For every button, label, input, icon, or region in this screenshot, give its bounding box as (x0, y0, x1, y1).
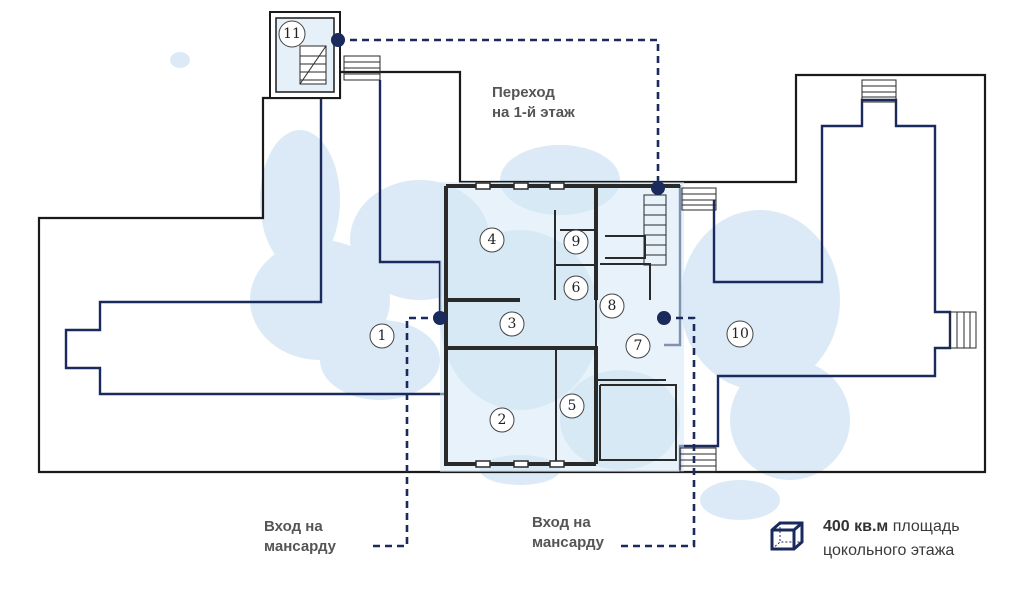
room-marker-4: 4 (479, 227, 505, 253)
area-value: 400 кв.м (823, 518, 889, 535)
svg-text:9: 9 (572, 234, 581, 250)
room-marker-10: 10 (726, 320, 754, 348)
room-marker-3: 3 (499, 311, 525, 337)
svg-text:3: 3 (508, 316, 517, 332)
terrace-line-left (64, 78, 445, 396)
svg-text:7: 7 (634, 338, 643, 354)
window-marks (475, 182, 565, 468)
entrance-left-line-1: Вход на (264, 518, 323, 535)
area-legend: 400 кв.м площадь цокольного этажа (823, 515, 960, 563)
route-dots (331, 33, 671, 325)
room-marker-1: 1 (369, 323, 395, 349)
svg-text:2: 2 (498, 412, 507, 428)
area-legend-line-1: 400 кв.м площадь (823, 515, 960, 539)
route-dot-tower (331, 33, 345, 47)
tower (269, 11, 341, 99)
room-marker-7: 7 (625, 333, 651, 359)
room-marker-9: 9 (563, 229, 589, 255)
room-marker-8: 8 (599, 293, 625, 319)
entrance-right-line-2: мансарду (532, 534, 605, 551)
svg-text:1: 1 (378, 328, 387, 344)
entrance-left-line-2: мансарду (264, 538, 337, 555)
entrance-left-label: Вход на мансарду (264, 517, 336, 557)
central-walls (444, 184, 680, 466)
svg-text:4: 4 (488, 232, 497, 248)
room-marker-6: 6 (563, 275, 589, 301)
route-lines (338, 38, 696, 548)
svg-text:10: 10 (731, 326, 749, 342)
room-marker-2: 2 (489, 407, 515, 433)
area-text-1: площадь (892, 518, 960, 535)
svg-text:6: 6 (572, 280, 581, 296)
entrance-right-label: Вход на мансарду (532, 513, 604, 553)
room-markers: 1 2 3 4 5 6 7 8 9 10 11 (278, 20, 754, 433)
svg-text:8: 8 (608, 298, 617, 314)
transition-label: Переход на 1-й этаж (492, 83, 575, 123)
svg-text:11: 11 (283, 26, 301, 42)
cube-icon (770, 521, 804, 551)
room-marker-5: 5 (559, 393, 585, 419)
svg-text:5: 5 (568, 398, 577, 414)
route-dot-stairs (651, 181, 665, 195)
route-entrance-left (368, 316, 440, 548)
route-entrance-right (620, 316, 696, 548)
route-dot-right (657, 311, 671, 325)
area-text-2: цокольного этажа (823, 542, 955, 559)
route-dot-left (433, 311, 447, 325)
room-marker-11: 11 (278, 20, 306, 48)
transition-label-line-2: на 1-й этаж (492, 104, 575, 121)
stairs (343, 55, 977, 473)
entrance-right-line-1: Вход на (532, 514, 591, 531)
transition-label-line-1: Переход (492, 84, 555, 101)
